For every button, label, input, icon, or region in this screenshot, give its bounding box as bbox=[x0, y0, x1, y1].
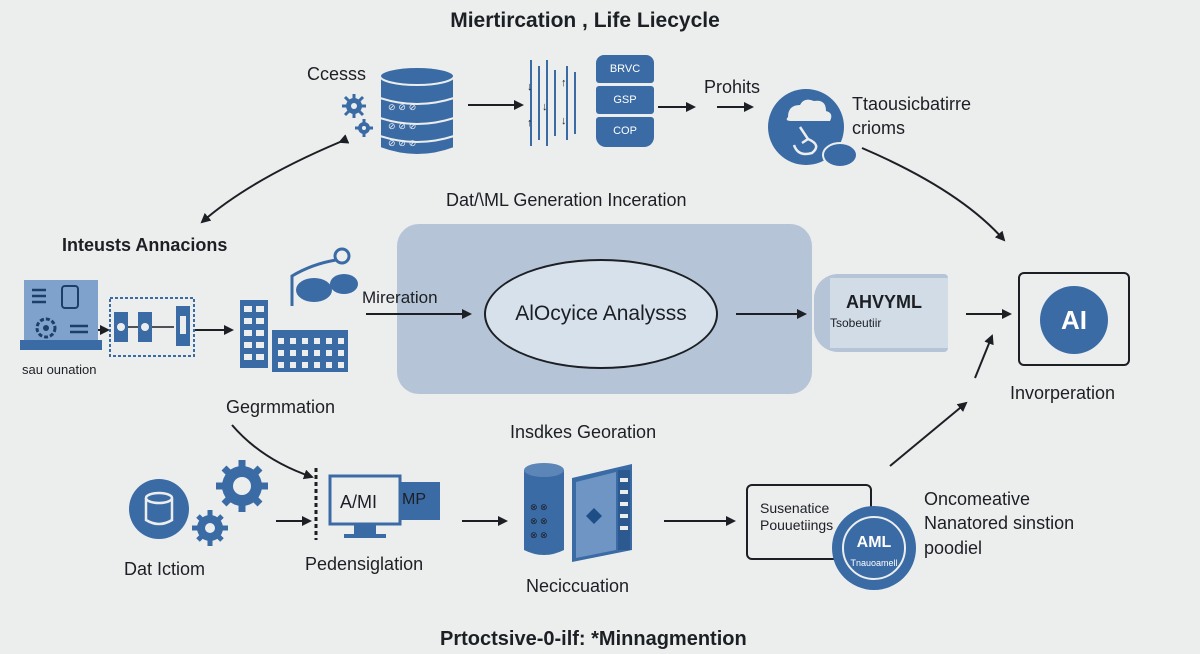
arrow-trans-to-ai bbox=[861, 147, 1006, 242]
invorp-label: Invorperation bbox=[1010, 383, 1116, 403]
trans-label-1: Ttaousicbatirre bbox=[852, 94, 972, 114]
susen-label-1: Susenatice bbox=[760, 500, 830, 516]
server-unit-1 bbox=[596, 55, 654, 83]
prohits-label: Prohits bbox=[704, 77, 761, 97]
core-label: AlOcyice Analysss bbox=[515, 302, 687, 325]
pipeline-icon: ↓ ↓ ↑ ↑ ↓ bbox=[527, 60, 576, 146]
trans-label-2: crioms bbox=[852, 118, 905, 138]
chat-grid-icon[interactable] bbox=[272, 246, 362, 372]
gear-icon bbox=[192, 460, 268, 546]
server-unit-2 bbox=[596, 86, 654, 114]
server-unit-3 bbox=[596, 117, 654, 147]
aml-badge-ring bbox=[842, 516, 906, 580]
gears-icon bbox=[342, 94, 373, 137]
cloud-user-icon[interactable] bbox=[764, 87, 862, 173]
svg-text:⊘ ⊘ ⊘: ⊘ ⊘ ⊘ bbox=[388, 139, 416, 149]
laptop-icon[interactable] bbox=[20, 278, 102, 358]
oncom-label-2: Nanatored sinstion bbox=[924, 513, 1075, 533]
aml-badge-label: AML bbox=[856, 534, 892, 551]
peden-label: Pedensiglation bbox=[305, 554, 424, 574]
svg-text:⊘ ⊘ ⊘: ⊘ ⊘ ⊘ bbox=[388, 103, 416, 113]
server-label-3: COP bbox=[613, 125, 637, 137]
diagram-title: Miertircation , Life Liecycle bbox=[450, 9, 720, 32]
svg-text:⊘ ⊘ ⊘: ⊘ ⊘ ⊘ bbox=[388, 122, 416, 132]
svg-text:⊗ ⊗: ⊗ ⊗ bbox=[530, 516, 548, 526]
intents-label: Inteusts Annacions bbox=[62, 235, 228, 255]
server-stack[interactable]: BRVC GSP COP bbox=[596, 55, 654, 147]
arrow-susen-to-ai bbox=[889, 401, 968, 467]
monitor-icon[interactable] bbox=[314, 464, 464, 544]
dat-label: Dat Ictiom bbox=[124, 559, 206, 579]
svg-text:↓: ↓ bbox=[527, 81, 533, 93]
svg-text:↓: ↓ bbox=[542, 101, 548, 113]
servers-icon[interactable]: ⊗ ⊗ ⊗ ⊗ ⊗ ⊗ bbox=[520, 458, 644, 566]
diagram-subtitle: Dat/\ML Generation Inceration bbox=[446, 190, 687, 210]
aml-badge-sublabel: Tnauoamell bbox=[850, 558, 898, 568]
arrow-up-to-ai bbox=[974, 334, 994, 379]
svg-text:↑: ↑ bbox=[527, 117, 533, 129]
neci-label: Neciccuation bbox=[526, 576, 630, 596]
server-label-1: BRVC bbox=[609, 63, 641, 75]
server-label-2: GSP bbox=[613, 94, 637, 106]
flow-icon bbox=[109, 297, 195, 357]
susen-label-2: Pouuetiings bbox=[760, 517, 834, 533]
insdkes-label: Insdkes Georation bbox=[510, 422, 657, 442]
ai-label: AI bbox=[1061, 305, 1087, 335]
svg-text:⊗ ⊗: ⊗ ⊗ bbox=[530, 530, 548, 540]
database-icon[interactable]: ⊘ ⊘ ⊘ ⊘ ⊘ ⊘ ⊘ ⊘ ⊘ bbox=[378, 66, 456, 158]
database-circle-icon[interactable] bbox=[128, 478, 190, 540]
oncom-label-3: poodiel bbox=[924, 538, 983, 558]
ai-badge bbox=[1040, 286, 1108, 354]
sau-label: sau ounation bbox=[22, 362, 97, 377]
aml-monitor-label: A/MI bbox=[340, 492, 378, 512]
svg-text:⊗ ⊗: ⊗ ⊗ bbox=[530, 502, 548, 512]
svg-text:↑: ↑ bbox=[561, 77, 567, 89]
rack-icon[interactable] bbox=[240, 300, 268, 368]
mireration-label: Mireration bbox=[362, 288, 438, 307]
diagram-footer: Prtoctsive-0-ilf: *Minnagmention bbox=[440, 628, 747, 650]
ccess-label: Ccesss bbox=[307, 64, 367, 84]
arrow-ccess-to-intents bbox=[200, 134, 350, 224]
germ-label: Gegrmmation bbox=[226, 397, 336, 417]
core-ellipse[interactable] bbox=[484, 259, 718, 369]
ahvml-panel bbox=[830, 278, 948, 348]
oncom-label-1: Oncomeative bbox=[924, 489, 1031, 509]
mp-label: MP bbox=[402, 491, 426, 508]
ahvml-label: AHVYML bbox=[846, 292, 922, 312]
svg-text:↓: ↓ bbox=[561, 115, 567, 127]
ahvml-sublabel: Tsobeutiir bbox=[830, 316, 882, 330]
